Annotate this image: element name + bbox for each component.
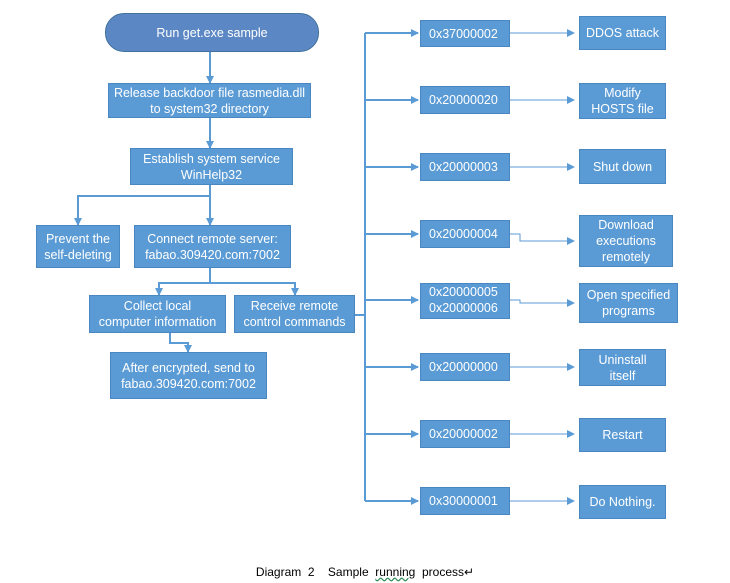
- action-label: executions: [596, 234, 656, 248]
- diagram-caption: Diagram 2 Sample running process↵: [0, 565, 730, 579]
- start-node: Run get.exe sample: [105, 13, 319, 52]
- action-box: Shut down: [579, 149, 666, 184]
- command-code-box: 0x20000020: [420, 86, 510, 114]
- command-code: 0x20000020: [429, 93, 498, 107]
- action-box: Open specified programs: [579, 283, 678, 323]
- command-code-box: 0x20000003: [420, 153, 510, 181]
- prevent-self-deleting-box: Prevent the self-deleting: [36, 225, 120, 268]
- collect-line-1: Collect local: [123, 299, 192, 313]
- command-code: 0x37000002: [429, 26, 498, 41]
- release-line-1: Release backdoor file rasmedia.dll: [113, 85, 306, 100]
- action-label: HOSTS file: [591, 102, 654, 116]
- command-code: 0x20000000: [429, 360, 498, 374]
- release-line-2: to system32 directory: [150, 101, 269, 116]
- encrypted-line-1: After encrypted, send to: [122, 360, 255, 375]
- action-label: remotely: [602, 250, 650, 264]
- command-code: 0x20000006: [429, 301, 498, 315]
- action-label: Do Nothing.: [589, 495, 656, 509]
- receive-line-1: Receive remote: [250, 299, 339, 313]
- encrypted-send-box: After encrypted, send to fabao.309420.co…: [110, 352, 267, 399]
- arrow-collect-to-encrypted: [169, 333, 192, 353]
- action-box: Download executions remotely: [579, 215, 673, 267]
- action-box: Do Nothing.: [579, 485, 666, 519]
- command-code: 0x20000005: [429, 285, 498, 299]
- caption-suffix: process↵: [415, 565, 475, 579]
- connect-line-1: Connect remote server:: [147, 231, 278, 246]
- service-line-1: Establish system service: [143, 151, 280, 166]
- command-code-box: 0x20000000: [420, 353, 510, 381]
- receive-commands-box: Receive remote control commands: [234, 295, 355, 333]
- arrow-service-to-prevent: [74, 195, 210, 226]
- action-label: Modify: [604, 86, 641, 100]
- release-backdoor-box: Release backdoor file rasmedia.dll to sy…: [108, 83, 311, 118]
- caption-prefix: Diagram 2 Sample: [255, 565, 376, 579]
- encrypted-line-2: fabao.309420.com:7002: [121, 376, 256, 391]
- action-label: Open specified: [586, 288, 671, 302]
- command-code: 0x30000001: [429, 494, 498, 508]
- action-label: DDOS attack: [586, 26, 659, 40]
- caption-underlined-word: running: [375, 565, 416, 579]
- collect-line-2: computer information: [98, 315, 217, 329]
- command-code: 0x20000003: [429, 160, 498, 174]
- command-code-box: 0x30000001: [420, 487, 510, 515]
- receive-line-2: control commands: [243, 315, 346, 329]
- command-code-box: 0x20000004: [420, 220, 510, 248]
- action-box: Restart: [579, 418, 666, 452]
- command-code-box: 0x37000002: [420, 20, 510, 47]
- action-box: Uninstall itself: [579, 349, 666, 386]
- command-code: 0x20000002: [429, 427, 498, 441]
- connect-line-2: fabao.309420.com:7002: [145, 247, 280, 262]
- action-box: Modify HOSTS file: [579, 83, 666, 119]
- connect-server-box: Connect remote server: fabao.309420.com:…: [134, 225, 291, 268]
- action-label: Restart: [602, 428, 643, 442]
- action-label: Download: [598, 218, 654, 232]
- start-node-label: Run get.exe sample: [156, 25, 268, 40]
- arrow-connect-to-collect: [155, 268, 211, 296]
- action-label: Uninstall: [598, 352, 647, 367]
- command-code-box: 0x20000005 0x20000006: [420, 283, 510, 319]
- action-box: DDOS attack: [579, 16, 666, 50]
- action-label: Shut down: [592, 159, 653, 174]
- establish-service-box: Establish system service WinHelp32: [130, 148, 293, 185]
- collect-info-box: Collect local computer information: [89, 295, 226, 333]
- command-code-box: 0x20000002: [420, 420, 510, 448]
- service-line-2: WinHelp32: [180, 167, 243, 182]
- prevent-line-1: Prevent the: [46, 231, 110, 246]
- arrow-connect-to-receive: [210, 282, 299, 296]
- prevent-line-2: self-deleting: [44, 247, 112, 262]
- command-code: 0x20000004: [429, 227, 498, 241]
- action-label: itself: [609, 368, 636, 383]
- action-label: programs: [602, 304, 655, 318]
